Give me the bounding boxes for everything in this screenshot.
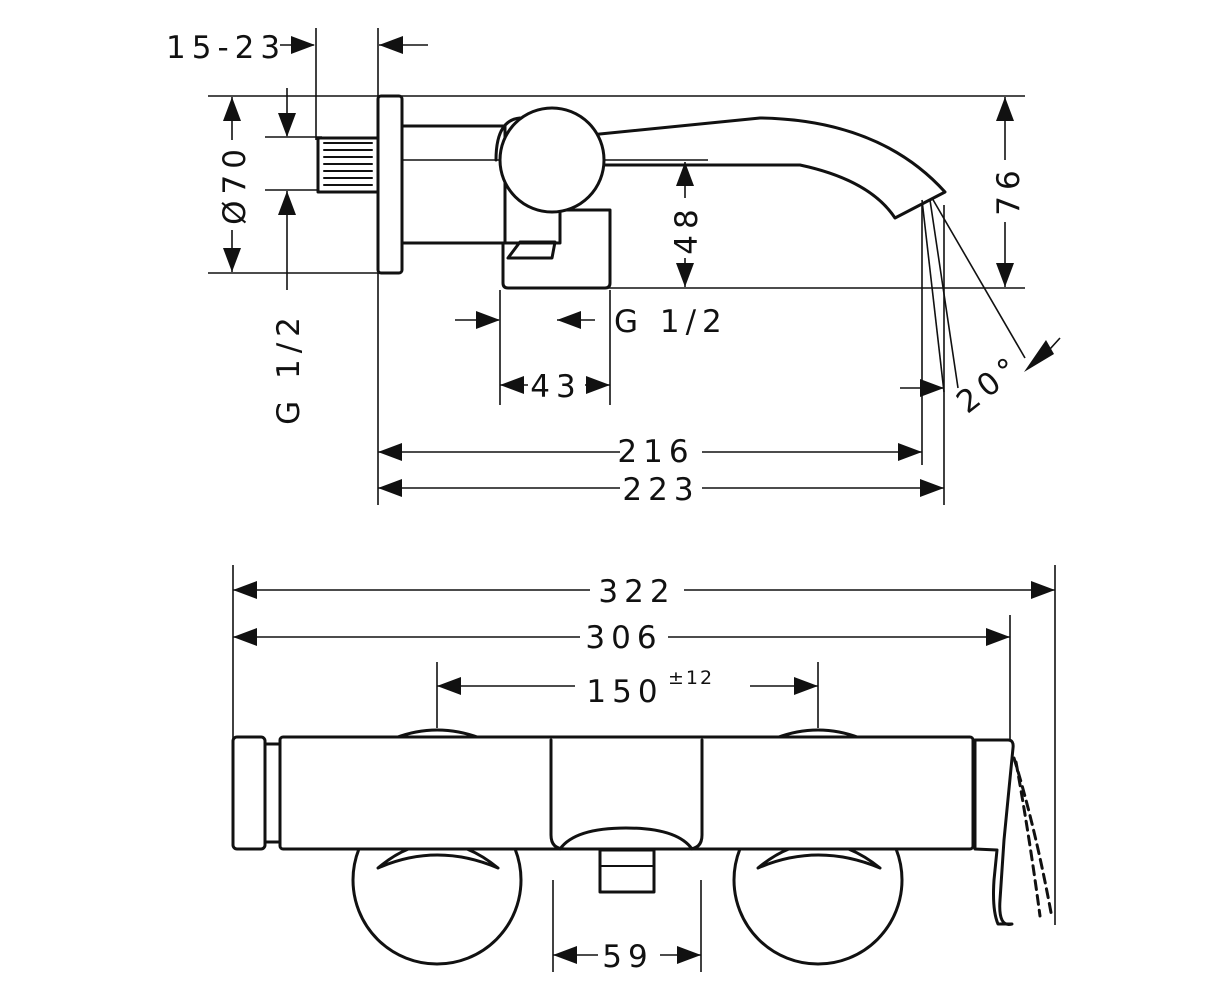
side-view — [208, 28, 1026, 505]
dimension-arrow — [476, 311, 500, 329]
dimension-arrow — [291, 36, 315, 54]
dimension-arrow — [553, 946, 577, 964]
dimension-arrow — [996, 97, 1014, 121]
dim-height-outlet: 48 — [669, 203, 705, 254]
dim-body-width: 306 — [585, 620, 662, 656]
dimension-arrow — [233, 628, 257, 646]
dimension-arrow — [557, 311, 581, 329]
dim-outlet-width: 43 — [530, 369, 581, 405]
front-view — [231, 565, 1056, 972]
dimension-arrow — [500, 376, 524, 394]
dim-overall-width: 322 — [598, 574, 675, 610]
dimension-arrow — [920, 379, 944, 397]
dim-offset-range: 15-23 — [166, 30, 286, 66]
dimension-arrow — [898, 443, 922, 461]
side-view-dimensions — [223, 36, 1061, 497]
dimension-arrow — [676, 162, 694, 186]
dim-centers-tolerance: ±12 — [668, 667, 714, 689]
dimension-arrow — [920, 479, 944, 497]
dim-spout-angle: 20° — [950, 347, 1030, 420]
dimension-arrow — [278, 191, 296, 215]
spout-front — [973, 738, 1015, 926]
dim-outlet-spacing: 59 — [602, 939, 653, 975]
outlet-section — [549, 738, 704, 851]
dim-outlet-thread: G 1/2 — [614, 304, 728, 340]
front-view-dimensions — [233, 581, 1055, 964]
dimension-arrow — [233, 581, 257, 599]
dim-left-thread: G 1/2 — [271, 311, 307, 425]
dim-diameter: Ø70 — [217, 143, 253, 225]
angle-arrow — [1024, 340, 1054, 372]
dimension-arrow — [378, 479, 402, 497]
dimension-arrow — [794, 677, 818, 695]
dimension-arrow — [278, 113, 296, 137]
dim-projection-total: 223 — [622, 472, 699, 508]
spout — [558, 116, 947, 220]
dimension-arrow — [378, 443, 402, 461]
handle-knob — [498, 106, 606, 214]
dimension-arrow — [677, 946, 701, 964]
dimension-arrow — [586, 376, 610, 394]
dimension-arrow — [676, 263, 694, 287]
dim-projection: 216 — [617, 434, 694, 470]
wall-plate — [376, 94, 404, 275]
dimension-arrow — [379, 36, 403, 54]
dimension-arrow — [437, 677, 461, 695]
body-tube — [400, 124, 507, 245]
dim-total-height: 76 — [991, 164, 1027, 215]
outlet-block — [501, 208, 612, 290]
dimension-arrow — [986, 628, 1010, 646]
dim-centers: 150 — [586, 674, 663, 710]
outlet-nozzle — [598, 848, 656, 894]
dimension-arrow — [223, 97, 241, 121]
dimension-arrow — [223, 248, 241, 272]
left-end-cap — [231, 735, 267, 851]
dimension-arrow — [996, 263, 1014, 287]
dimension-arrow — [1031, 581, 1055, 599]
